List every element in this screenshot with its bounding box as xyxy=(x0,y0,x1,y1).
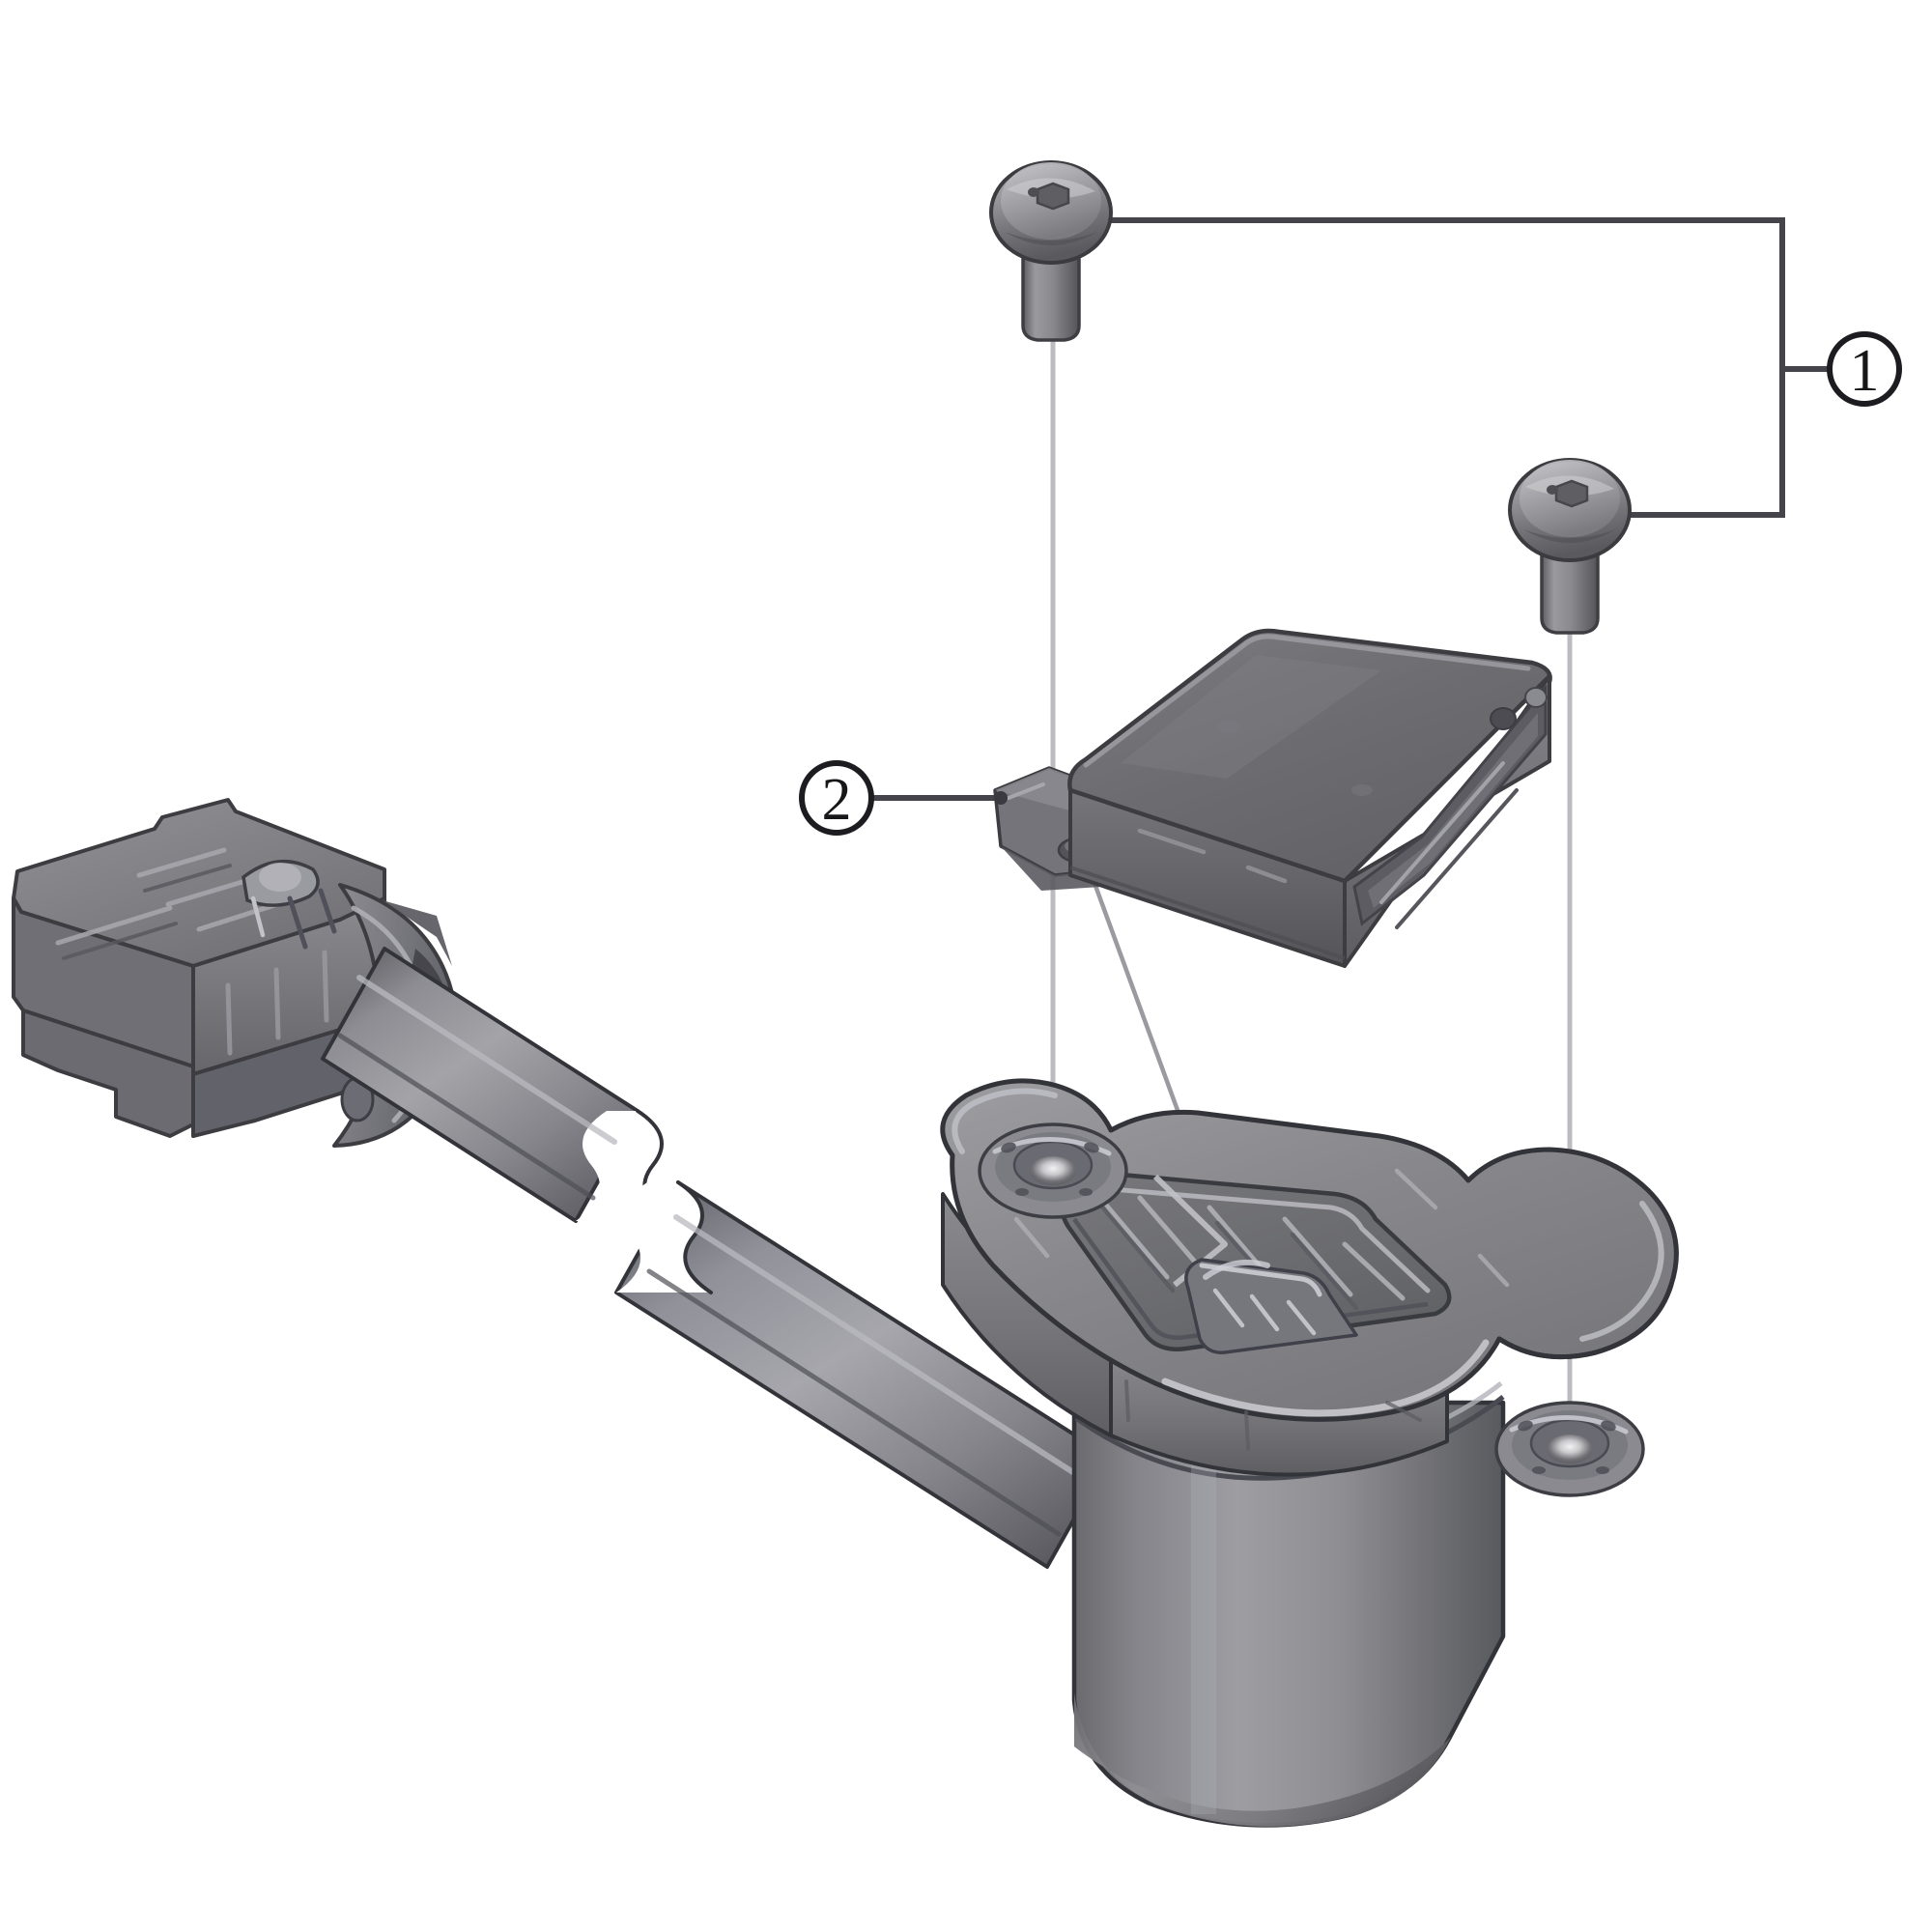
mounting-hole-right xyxy=(1494,1401,1645,1497)
junction-box-cover xyxy=(993,628,1552,968)
bolt-upper xyxy=(989,160,1113,342)
electrical-cable xyxy=(321,947,1111,1569)
callout-2-circle[interactable] xyxy=(799,760,874,836)
terminal-block xyxy=(1184,1258,1358,1354)
callout-2-leader xyxy=(868,791,1008,805)
cover-end-recess xyxy=(1352,683,1548,929)
hex-socket-icon xyxy=(1547,479,1589,508)
junction-box-housing xyxy=(940,1078,1679,1828)
hex-socket-icon xyxy=(1028,182,1070,211)
connector-latch xyxy=(242,859,337,950)
callout-2-label: 2 xyxy=(822,767,852,833)
callout-2[interactable]: 2 xyxy=(799,760,874,836)
callout-1[interactable]: 1 xyxy=(1827,331,1902,407)
callout-1-circle[interactable] xyxy=(1827,331,1902,407)
callout-1-label: 1 xyxy=(1850,338,1880,404)
callout-1-bracket xyxy=(1106,217,1833,518)
mounting-hole-left xyxy=(978,1122,1128,1219)
bolt-lower xyxy=(1508,458,1632,635)
